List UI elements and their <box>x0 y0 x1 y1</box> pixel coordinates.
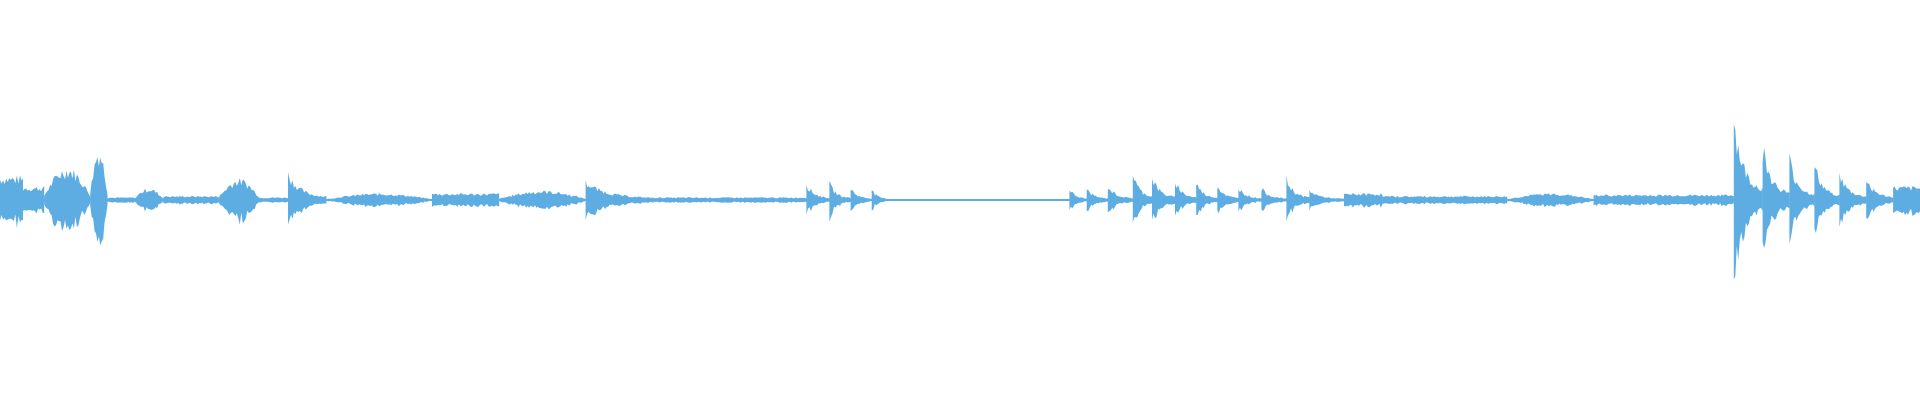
waveform-envelope <box>1789 153 1815 244</box>
waveform-envelope <box>1152 178 1175 220</box>
waveform-envelope <box>829 180 851 222</box>
waveform-segment <box>1286 174 1310 222</box>
waveform-segment <box>1762 147 1790 249</box>
waveform-segment <box>0 175 23 229</box>
waveform-envelope <box>1733 124 1763 280</box>
waveform-segment <box>1789 153 1815 244</box>
waveform-envelope <box>0 175 23 229</box>
waveform-segment <box>1152 178 1175 220</box>
waveform-envelope <box>1286 174 1310 222</box>
waveform-segment <box>218 178 260 225</box>
waveform-segment <box>90 157 108 246</box>
waveform-envelope <box>90 157 108 246</box>
waveform-segment <box>829 180 851 222</box>
waveform-segment <box>1733 124 1763 280</box>
waveform-segment <box>288 172 327 225</box>
waveform-envelope <box>218 178 260 225</box>
waveform-envelope <box>1762 147 1790 249</box>
waveform-envelope <box>288 172 327 225</box>
